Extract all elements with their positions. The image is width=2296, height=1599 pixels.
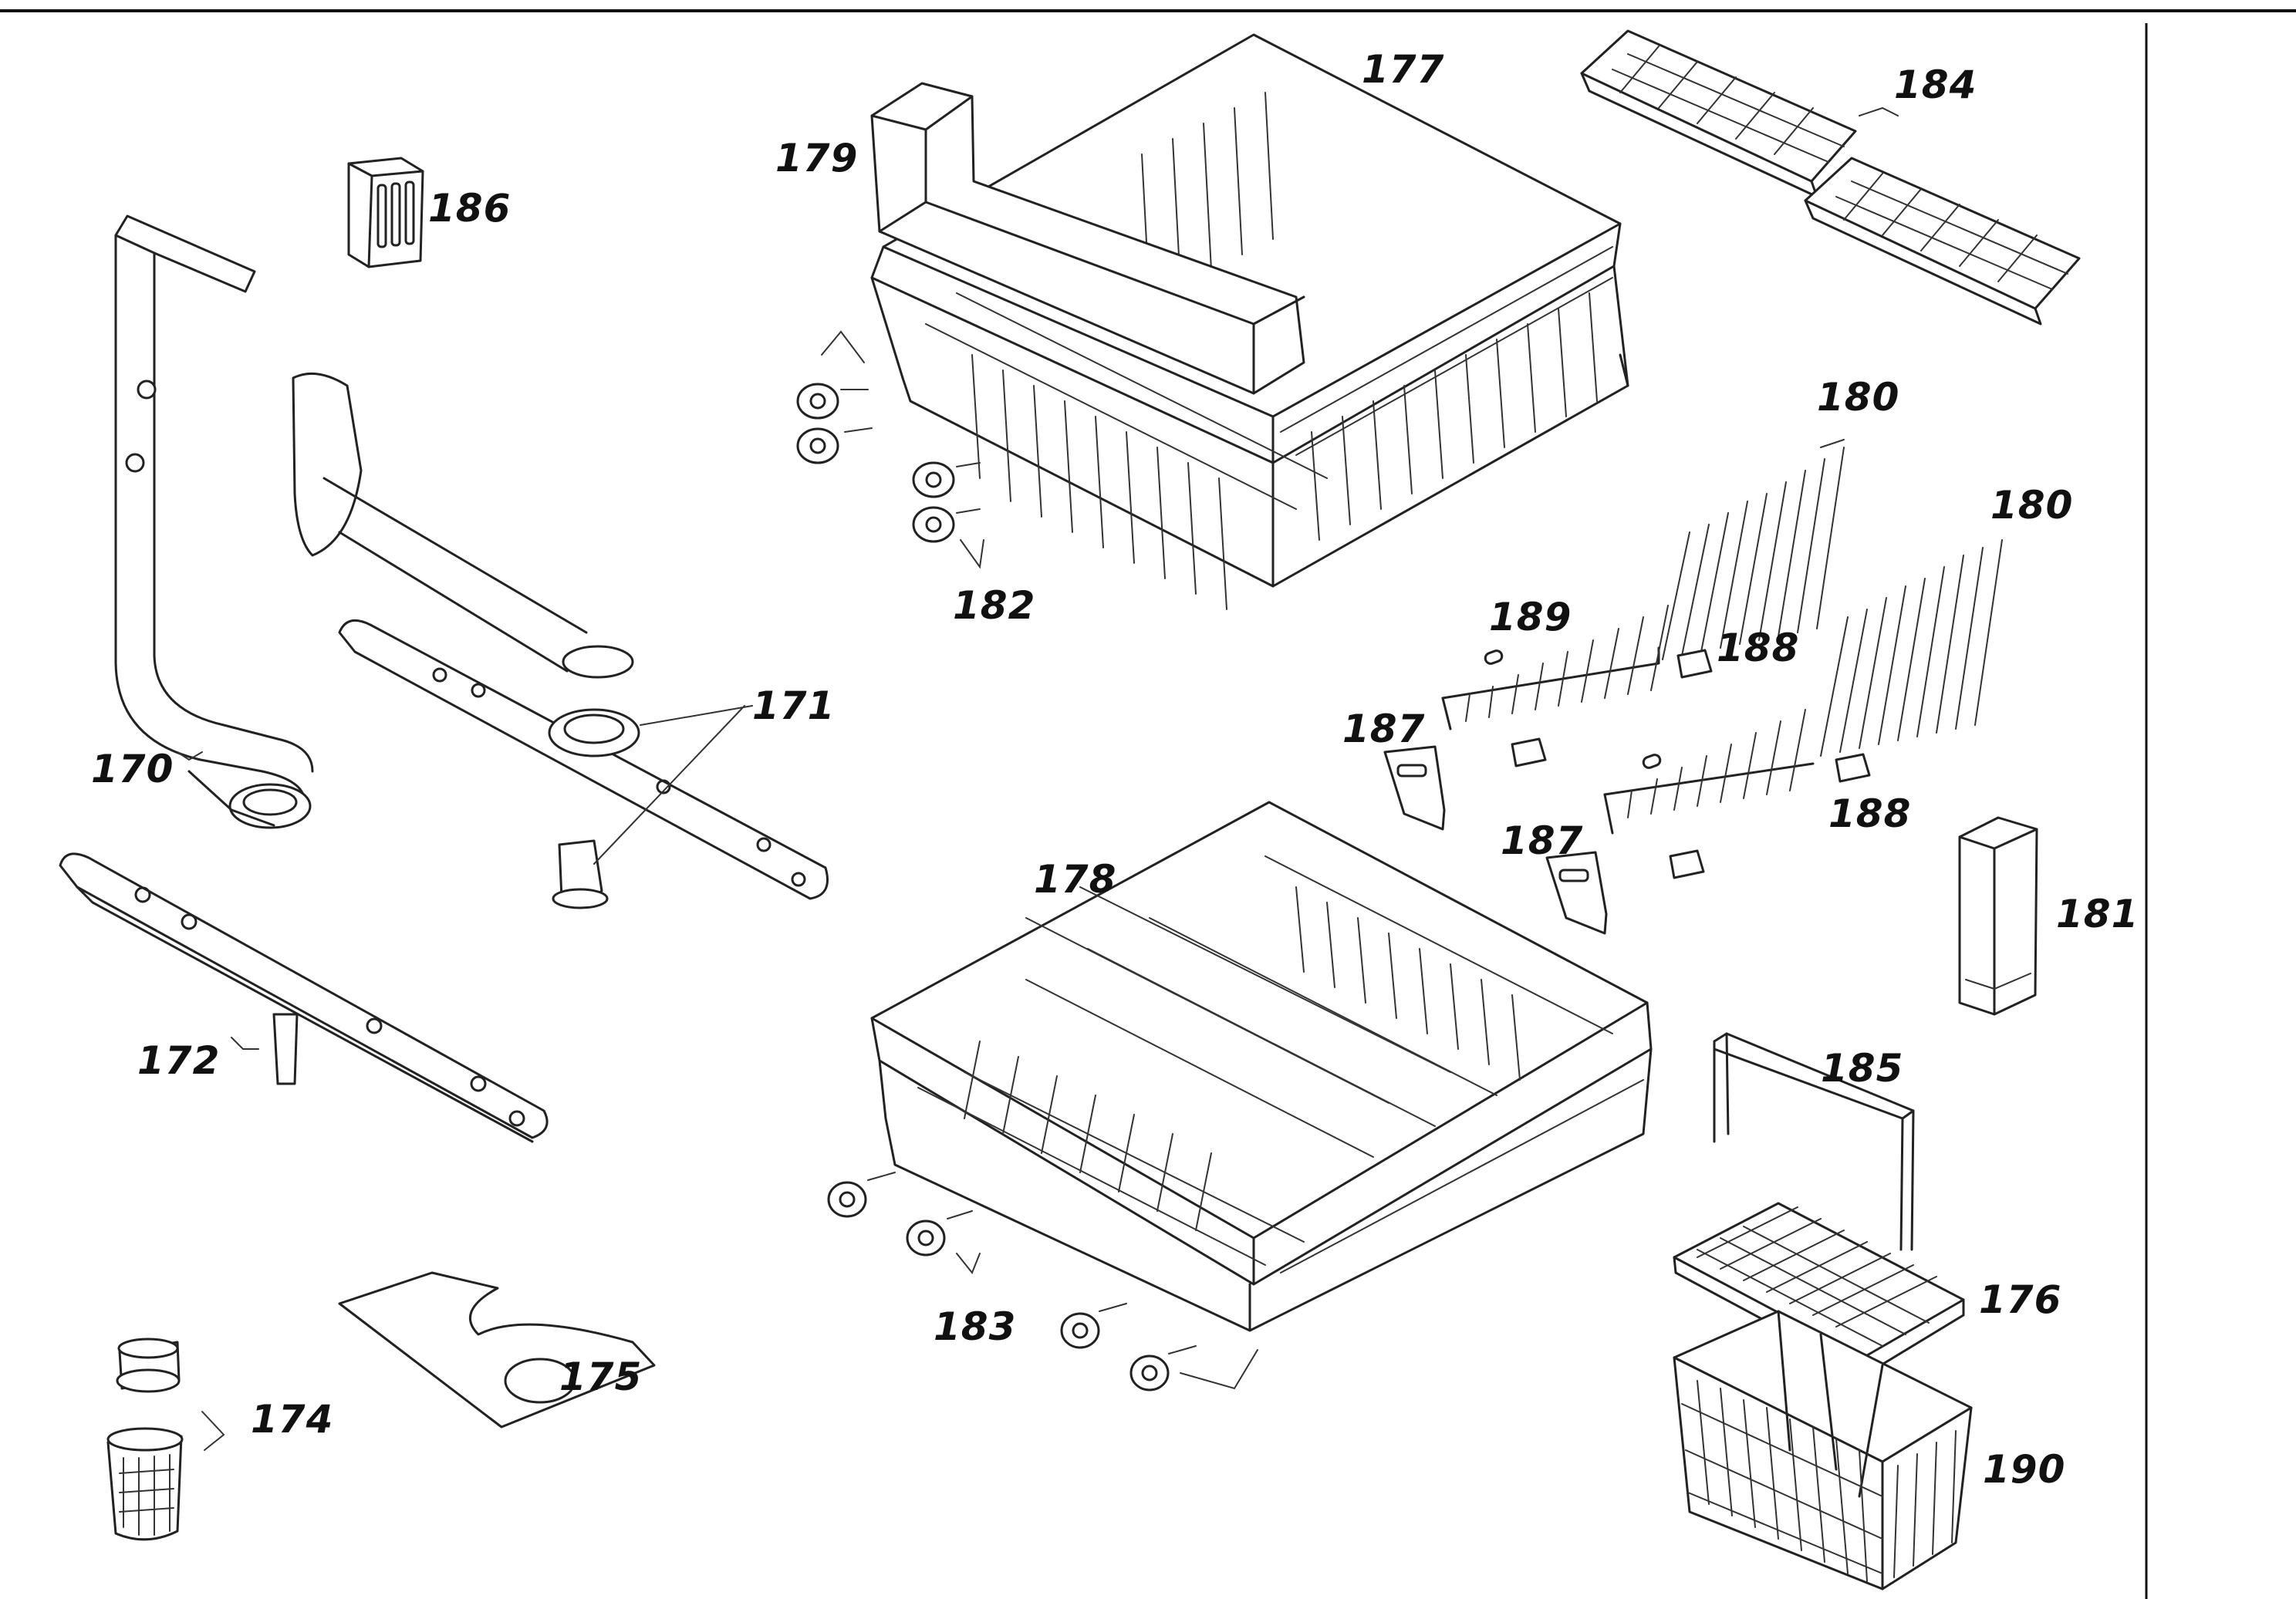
part-184-cup-racks xyxy=(1580,29,2081,326)
part-174-filters xyxy=(106,1338,184,1541)
callout-175: 175 xyxy=(559,1354,643,1399)
callout-188-upper: 188 xyxy=(1717,626,1800,670)
callout-185: 185 xyxy=(1821,1046,1904,1091)
part-190-cutlery-basket xyxy=(1673,1310,1973,1591)
callout-183: 183 xyxy=(934,1304,1017,1349)
part-185-basket-handle xyxy=(1713,1032,1915,1251)
callout-174: 174 xyxy=(251,1397,334,1442)
callout-180-upper: 180 xyxy=(1817,375,1900,420)
part-188-clips xyxy=(1511,649,1871,879)
part-175-filter-plate xyxy=(338,1271,656,1429)
leader-marks xyxy=(177,751,259,1451)
part-171-upper-spray-arm xyxy=(292,372,829,909)
callout-184: 184 xyxy=(1894,62,1977,107)
part-179-handle xyxy=(870,82,1305,395)
part-172-lower-spray-arm xyxy=(59,852,549,1143)
callout-190: 190 xyxy=(1983,1447,2066,1492)
part-182-wheels xyxy=(796,330,984,569)
callout-187-lower: 187 xyxy=(1501,818,1584,863)
part-186-clip xyxy=(347,157,424,268)
callout-188-lower: 188 xyxy=(1828,791,1912,836)
callout-178: 178 xyxy=(1034,857,1117,902)
callout-177: 177 xyxy=(1362,47,1445,92)
callout-171: 171 xyxy=(752,683,836,728)
part-178-lower-basket xyxy=(870,801,1653,1332)
part-183-wheels xyxy=(827,1172,1258,1392)
callout-172: 172 xyxy=(137,1038,221,1083)
callout-180-lower: 180 xyxy=(1990,483,2074,528)
callout-170: 170 xyxy=(91,747,174,791)
part-170-supply-pipe xyxy=(114,214,314,829)
callout-186: 186 xyxy=(428,186,512,231)
part-180-tine-row-lower xyxy=(1603,539,2003,835)
part-177-upper-basket xyxy=(870,33,1629,588)
callout-181: 181 xyxy=(2056,892,2139,936)
callout-182: 182 xyxy=(953,583,1036,628)
callout-187-upper: 187 xyxy=(1342,707,1426,751)
callout-176: 176 xyxy=(1979,1277,2062,1322)
part-177-basket-tines xyxy=(971,92,1598,610)
callout-189: 189 xyxy=(1489,595,1572,639)
part-189-pins xyxy=(1484,649,1662,769)
part-187-brackets xyxy=(1383,745,1608,935)
part-181-cutlery-tube xyxy=(1958,816,2038,1016)
part-180-tine-row-upper xyxy=(1441,439,1845,730)
callout-179: 179 xyxy=(775,136,859,180)
